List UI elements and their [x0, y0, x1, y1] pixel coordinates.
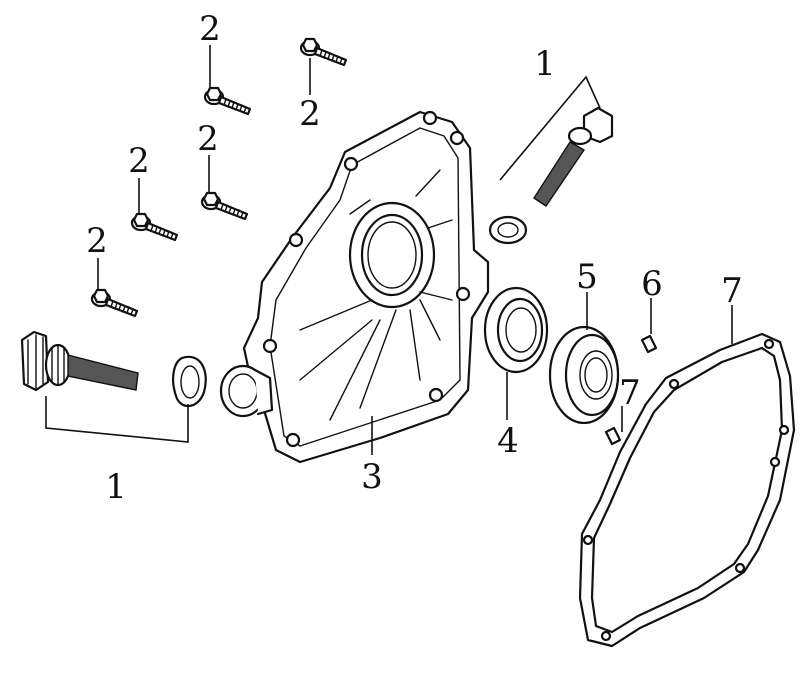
- crankcase-cover-part: [219, 110, 490, 464]
- oil-filler-cap-part: [20, 330, 207, 443]
- callout-bolt: 2: [86, 221, 108, 261]
- callout-oil-seal: 4: [497, 421, 519, 461]
- ball-bearing-part: [548, 292, 620, 425]
- gasket-part: [578, 305, 796, 648]
- oil-filler-cap-part: [488, 75, 614, 245]
- bolt-part: [90, 258, 139, 318]
- callout-bolt: 2: [197, 119, 219, 159]
- callout-dowel-pin: 7: [619, 373, 641, 413]
- bolt-part: [299, 37, 348, 95]
- callout-bolt: 2: [128, 141, 150, 181]
- callout-crankcase-cover: 3: [361, 457, 383, 497]
- callout-oil-filler-cap: 1: [534, 44, 556, 84]
- oil-seal-part: [483, 286, 549, 420]
- callout-oil-filler-cap: 1: [105, 467, 127, 507]
- bolt-part: [130, 178, 179, 242]
- dowel-pin-part: [640, 298, 658, 354]
- bolt-part: [200, 155, 249, 221]
- callout-bolt: 2: [199, 9, 221, 49]
- callout-dowel-pin: 6: [641, 264, 663, 304]
- callout-ball-bearing: 5: [576, 257, 598, 297]
- callout-bolt: 2: [299, 94, 321, 134]
- bolt-part: [203, 45, 252, 116]
- dowel-pin-part: [604, 406, 623, 446]
- callout-gasket: 7: [721, 271, 743, 311]
